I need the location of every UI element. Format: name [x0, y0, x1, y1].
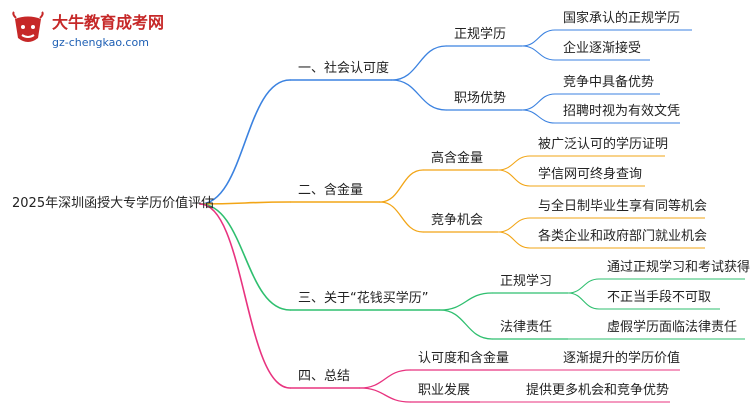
sub-branch-connector: [439, 292, 493, 311]
leaf-connector: [497, 169, 531, 187]
leaf-node-label: 国家承认的正规学历: [563, 11, 681, 26]
leaf-node-label: 企业逐渐接受: [563, 41, 642, 56]
leaf-node-label: 不正当手段不可取: [607, 290, 712, 305]
sub-branch-connector: [391, 45, 447, 81]
sub-branch-connector: [391, 79, 447, 111]
leaf-node-label: 各类企业和政府部门就业机会: [538, 229, 708, 244]
leaf-connector: [497, 217, 531, 233]
leaf-node-label: 竞争中具备优势: [563, 75, 655, 90]
leaf-node-label: 被广泛认可的学历证明: [538, 137, 669, 152]
leaf-node-label: 学信网可终身查询: [538, 167, 643, 182]
leaf-node-label: 提供更多机会和竞争优势: [526, 383, 670, 398]
leaf-node-label: 逐渐提升的学历价值: [563, 351, 681, 366]
root-node: 2025年深圳函授大专学历价值评估: [12, 196, 215, 211]
bull-logo-icon: [12, 11, 44, 42]
sub-node-label: 职场优势: [454, 91, 507, 106]
sub-branch-connector: [379, 201, 424, 233]
sub-node-label: 职业发展: [418, 383, 471, 398]
leaf-connector: [497, 231, 531, 249]
branch-label: 三、关于“花钱买学历”: [298, 291, 429, 306]
sub-node-label: 高含金量: [431, 151, 484, 166]
sub-branch-connector: [439, 309, 493, 340]
leaf-connector: [497, 155, 531, 171]
branch-label: 一、社会认可度: [298, 61, 390, 76]
logo-url: gz-chengkao.com: [52, 36, 149, 49]
leaf-node-label: 虚假学历面临法律责任: [607, 320, 738, 335]
leaf-node-label: 通过正规学习和考试获得: [607, 260, 750, 275]
main-branch-connector: [199, 79, 291, 205]
sub-branch-connector: [359, 369, 411, 389]
leaf-node-label: 与全日制毕业生享有同等机会: [538, 199, 708, 214]
sub-branch-connector: [359, 387, 411, 403]
sub-node-label: 认可度和含金量: [418, 351, 510, 366]
leaf-connector: [567, 278, 600, 294]
main-branch-connector: [199, 203, 291, 311]
sub-branch-connector: [379, 169, 424, 203]
main-branch-connector: [199, 201, 291, 205]
logo-name: 大牛教育成考网: [52, 13, 165, 32]
sub-node-label: 竞争机会: [431, 213, 484, 228]
leaf-connector: [521, 45, 556, 61]
main-branch-connector: [199, 203, 291, 389]
sub-node-label: 正规学习: [500, 274, 553, 289]
branch-label: 二、含金量: [298, 183, 364, 198]
leaf-connector: [567, 292, 600, 310]
sub-node-label: 法律责任: [500, 320, 553, 335]
sub-node-label: 正规学历: [454, 27, 507, 42]
leaf-connector: [521, 109, 556, 124]
leaf-connector: [521, 29, 556, 47]
branch-label: 四、总结: [298, 369, 351, 384]
leaf-connector: [521, 93, 556, 111]
leaf-node-label: 招聘时视为有效文凭: [563, 104, 681, 119]
